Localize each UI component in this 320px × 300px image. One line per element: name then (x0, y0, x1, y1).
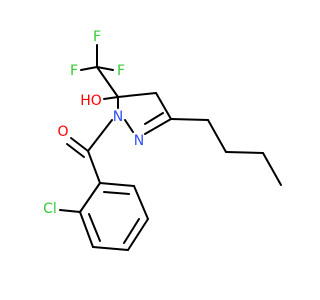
bond-c5-cf3 (96, 66, 119, 98)
bond-aryl-double-c (103, 191, 130, 195)
molecule-structure-diagram: F F F HO N N O Cl (43, 29, 282, 251)
atom-fluorine-top: F (93, 29, 101, 45)
bond-c3-butyl1 (170, 118, 209, 121)
bond-c5-c4 (117, 92, 157, 98)
bond-aryl-cl (59, 209, 81, 213)
bond-aryl-double-b (123, 218, 140, 244)
atom-fluorine-left: F (70, 63, 78, 79)
bond-butyl3-butyl4 (262, 152, 282, 186)
atom-nitrogen-2: N (134, 133, 144, 149)
atom-hydroxyl: HO (80, 93, 102, 109)
bond-layer (59, 44, 282, 251)
bond-c3-n2-double (144, 112, 164, 125)
atom-nitrogen-1: N (113, 109, 123, 125)
bond-cf3-c-f-right (96, 66, 114, 71)
bond-aryl-2-3 (79, 211, 94, 248)
bond-butyl2-butyl3 (225, 151, 264, 154)
bond-c5-oh (103, 96, 119, 100)
bond-aryl-6-1 (99, 182, 135, 187)
bond-carbonyl-c-o (70, 137, 89, 152)
atom-carbonyl-oxygen: O (57, 124, 68, 140)
atom-label-layer: F F F HO N N O Cl (43, 29, 144, 217)
bond-n2-n1 (124, 119, 134, 133)
bond-aryl-5-6 (133, 185, 149, 220)
bond-aryl-double-a (88, 213, 101, 242)
bond-c3-n2 (144, 118, 172, 135)
atom-chlorine: Cl (43, 201, 57, 217)
atom-fluorine-right: F (117, 63, 125, 79)
bond-cf3-c-f-left (80, 66, 98, 71)
bond-aryl-3-4 (92, 246, 129, 251)
bond-butyl1-butyl2 (207, 119, 227, 153)
bond-carbonyl-c-aryl (87, 150, 101, 184)
bond-carbonyl-c-o-double (66, 143, 85, 158)
bond-c4-c3 (155, 92, 172, 120)
bond-aryl-4-5 (127, 218, 149, 251)
bond-n1-carbonyl-c (87, 119, 113, 152)
bond-aryl-1-2 (79, 182, 101, 213)
